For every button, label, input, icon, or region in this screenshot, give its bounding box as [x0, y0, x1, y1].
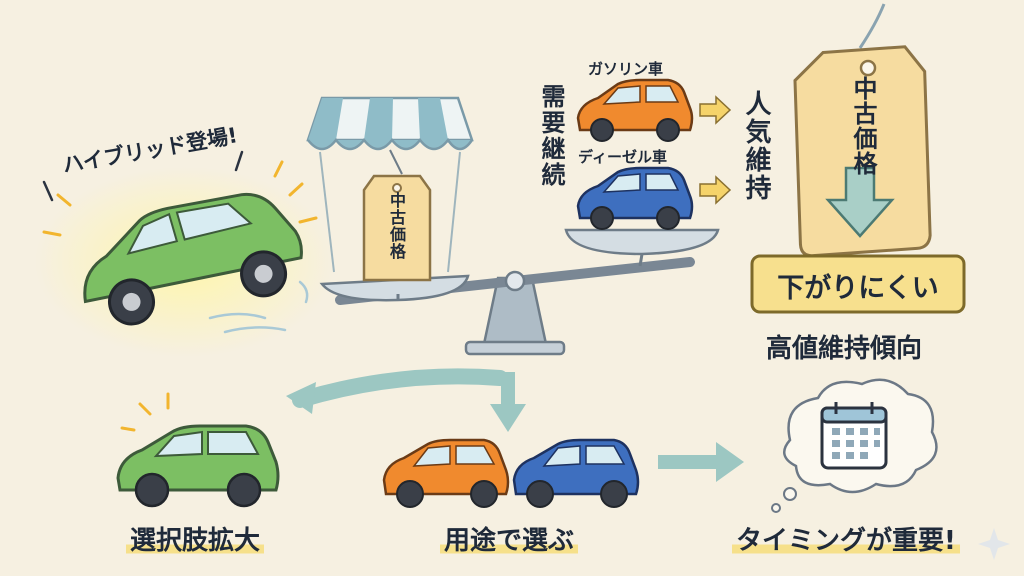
gasoline-car-icon [576, 78, 694, 142]
balance-scale-icon [319, 228, 720, 356]
sparkle-icon [978, 528, 1010, 560]
blue-car-icon [512, 438, 640, 508]
big-price-tag-icon [793, 3, 932, 258]
arrow-down-icon [825, 166, 895, 238]
motion-lines-icon [208, 280, 309, 334]
high-value-label: 高値維持傾向 [766, 334, 923, 364]
sparkle-lines-icon [120, 392, 170, 432]
scale-tag-label: 中古価格 [387, 192, 406, 260]
demand-label: 需要継続 [537, 84, 565, 188]
calendar-icon [820, 402, 888, 470]
banner-ticks-icon [42, 150, 244, 202]
choice-text: 選択肢拡大 [126, 526, 265, 556]
shop-awning-icon [306, 96, 474, 273]
popularity-label: 人気維持 [741, 90, 771, 202]
price-badge-icon [750, 254, 966, 314]
curved-arrow-left-icon [286, 368, 508, 414]
hybrid-car-icon [83, 192, 303, 326]
burst-lines-icon [42, 160, 318, 237]
scale-price-tag-icon [362, 149, 432, 282]
timing-label: タイミングが重要! [732, 520, 960, 557]
choice-car-icon [116, 424, 280, 508]
arrow-right-icon [699, 175, 732, 205]
diesel-car-icon [576, 166, 694, 230]
usage-text: 用途で選ぶ [440, 526, 579, 556]
usage-label: 用途で選ぶ [440, 520, 579, 557]
gasoline-car-label: ガソリン車 [588, 60, 664, 78]
big-tag-label: 中古価格 [849, 76, 877, 176]
timing-text: タイミングが重要! [732, 526, 960, 556]
arrow-right-icon [699, 95, 732, 125]
choice-label: 選択肢拡大 [126, 520, 265, 557]
badge-text: 下がりにくい [777, 273, 939, 304]
arrow-right-icon [658, 442, 744, 482]
arrow-down-icon [490, 372, 526, 432]
diesel-car-label: ディーゼル車 [578, 148, 667, 166]
orange-car-icon [382, 438, 510, 508]
